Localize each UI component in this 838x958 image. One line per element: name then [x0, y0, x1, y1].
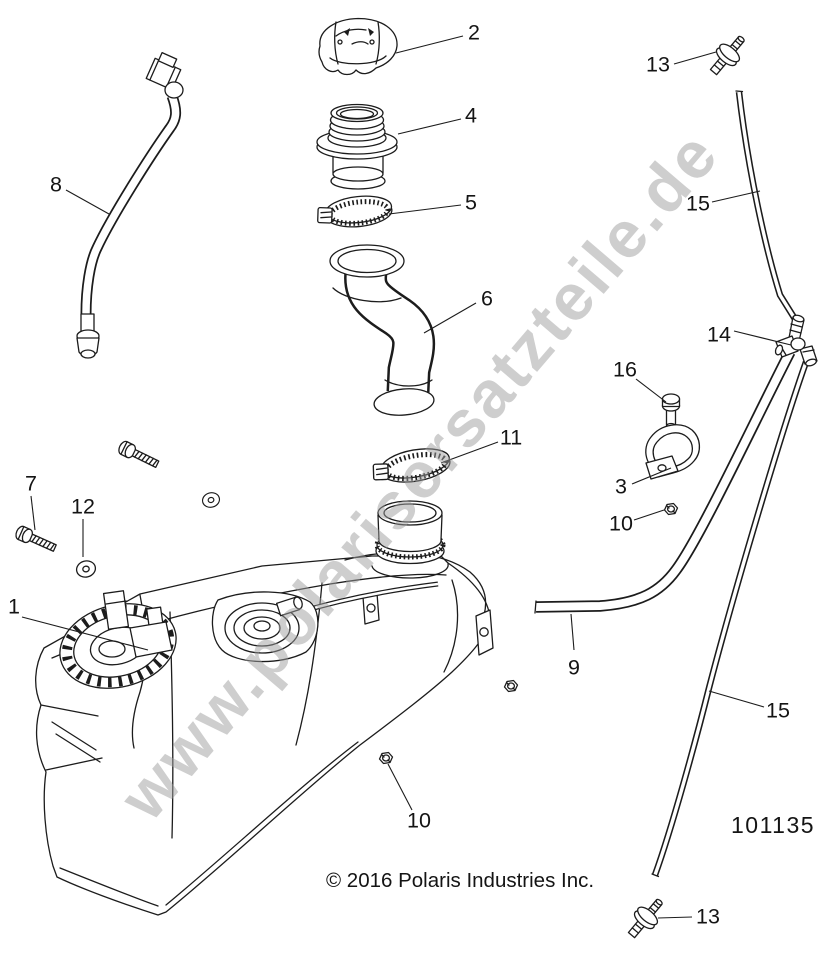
- nut-right-drawing: [663, 502, 679, 516]
- vent-tube-upper-drawing: [735, 90, 798, 321]
- tank-filler-neck: [371, 500, 449, 579]
- callout-6: 6: [481, 286, 493, 311]
- filler-hose-drawing: [329, 244, 436, 416]
- fuel-line-drawing: [76, 51, 184, 359]
- bolt-upper-drawing: [116, 439, 161, 472]
- callout-15-bottom: 15: [766, 698, 790, 723]
- vent-hose-drawing: [534, 349, 796, 614]
- nut-bottom-drawing: [378, 751, 394, 765]
- callout-13-bottom: 13: [696, 904, 720, 929]
- callout-11: 11: [499, 425, 523, 450]
- bolt-16-drawing: [661, 393, 681, 430]
- callout-5: 5: [465, 190, 477, 215]
- callout-leader-lines: [21, 35, 792, 919]
- callout-10-right: 10: [609, 511, 633, 536]
- callout-12: 12: [71, 494, 95, 519]
- p-clamp-drawing: [645, 424, 701, 480]
- washer-upper-drawing: [200, 490, 222, 510]
- washer-12-drawing: [74, 558, 98, 580]
- vent-tube-lower-drawing: [651, 360, 810, 878]
- callout-13-top: 13: [646, 52, 670, 77]
- callout-7: 7: [25, 471, 37, 496]
- callout-3: 3: [615, 474, 627, 499]
- copyright-notice: © 2016 Polaris Industries Inc.: [326, 869, 595, 892]
- bolt-7-drawing: [13, 524, 59, 556]
- tee-fitting-drawing: [774, 314, 818, 367]
- callout-10-bottom: 10: [407, 808, 431, 833]
- hose-clamp-lower-drawing: [370, 444, 452, 488]
- callout-14: 14: [707, 322, 731, 347]
- filler-neck-flange-drawing: [316, 103, 398, 190]
- fuel-cap-drawing: [318, 17, 398, 76]
- callout-9: 9: [568, 655, 580, 680]
- hose-clamp-upper-drawing: [315, 193, 393, 231]
- callout-1: 1: [8, 594, 20, 619]
- inline-fitting-top-drawing: [703, 29, 753, 81]
- callout-8: 8: [50, 172, 62, 197]
- drawing-number: 101135: [731, 812, 816, 838]
- callout-15-top: 15: [686, 191, 710, 216]
- fuel-tank-drawing: [35, 500, 494, 916]
- grommet-boot: [211, 591, 319, 663]
- nut-middle-drawing: [503, 679, 519, 693]
- callout-4: 4: [465, 103, 477, 128]
- callout-2: 2: [468, 20, 480, 45]
- callout-16: 16: [613, 357, 637, 382]
